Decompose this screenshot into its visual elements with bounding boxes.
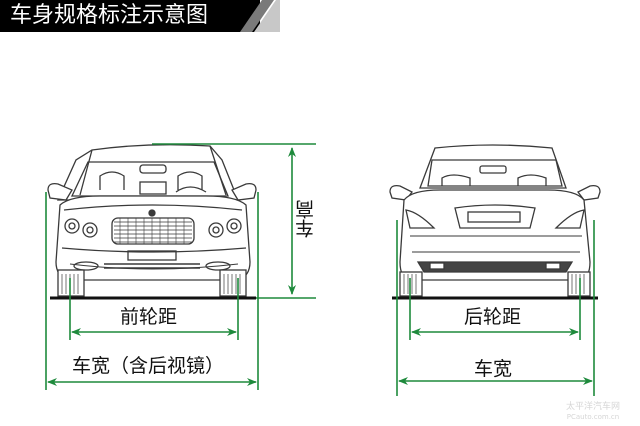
watermark: 太平洋汽车网 PCauto.com.cn xyxy=(566,402,620,422)
front-track-label: 前轮距 xyxy=(120,306,178,328)
rear-car-illustration xyxy=(389,144,601,297)
front-car-illustration xyxy=(47,144,257,297)
watermark-line2: PCauto.com.cn xyxy=(566,413,620,421)
title-banner: 车身规格标注示意图 xyxy=(0,0,260,32)
banner-stripes xyxy=(240,0,280,32)
rear-track-label: 后轮距 xyxy=(464,306,522,328)
watermark-line1: 太平洋汽车网 xyxy=(566,402,621,412)
rear-width-label: 车宽 xyxy=(474,358,513,380)
front-width-label: 车宽（含后视镜） xyxy=(72,355,225,377)
height-label: 车高 xyxy=(295,200,317,238)
page-title: 车身规格标注示意图 xyxy=(10,3,209,28)
